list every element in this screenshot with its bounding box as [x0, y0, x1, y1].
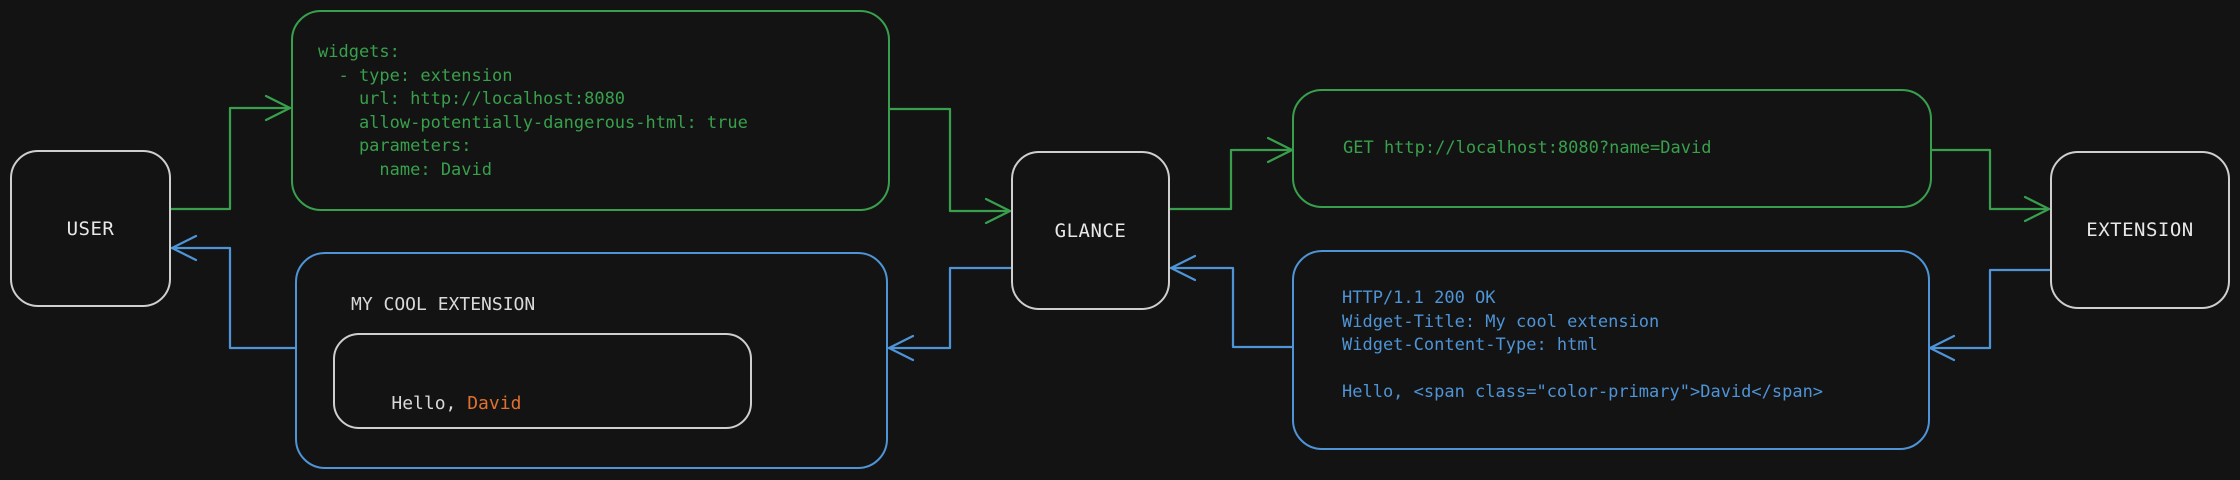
config-yaml-box — [291, 10, 890, 211]
http-response-code: HTTP/1.1 200 OK Widget-Title: My cool ex… — [1342, 287, 1823, 405]
arrow-line — [169, 106, 292, 211]
arrow-line — [1168, 148, 1294, 211]
response-line: Hello, <span class="color-primary">David… — [1342, 382, 1824, 402]
arrow-widget-to-user — [170, 234, 297, 350]
arrowhead-left-icon — [1928, 334, 1956, 362]
arrow-extension-to-response — [1928, 268, 2052, 362]
response-line — [1342, 358, 1823, 382]
greeting-prefix: Hello, — [391, 393, 468, 414]
arrow-line — [887, 266, 1013, 350]
config-yaml-code: widgets: - type: extension url: http://l… — [318, 41, 748, 182]
response-line: HTTP/1.1 200 OK — [1342, 288, 1496, 308]
node-glance: GLANCE — [1011, 151, 1170, 310]
config-line: allow-potentially-dangerous-html: true — [318, 112, 748, 133]
request-line: GET http://localhost:8080?name=David — [1343, 138, 1712, 158]
config-line: widgets: — [318, 42, 400, 62]
config-line: name: David — [318, 159, 492, 180]
response-line: Widget-Title: My cool extension — [1342, 311, 1660, 332]
widget-preview-title: MY COOL EXTENSION — [351, 294, 536, 315]
arrowhead-right-icon — [264, 94, 292, 122]
http-request-box — [1292, 89, 1932, 208]
greeting-name: David — [467, 393, 522, 414]
http-response-box — [1292, 250, 1930, 450]
arrow-glance-to-widget — [887, 266, 1013, 362]
arrowhead-right-icon — [2023, 195, 2051, 223]
arrow-line — [888, 107, 1012, 213]
config-line: - type: extension — [318, 65, 513, 86]
config-line: parameters: — [318, 136, 472, 156]
arrow-line — [1169, 266, 1294, 349]
node-extension-label: EXTENSION — [2086, 219, 2194, 241]
arrowhead-left-icon — [170, 234, 198, 262]
widget-greeting-box — [333, 333, 752, 429]
widget-preview-box — [295, 252, 888, 469]
arrow-response-to-glance — [1169, 254, 1294, 349]
node-user-label: USER — [66, 217, 115, 240]
node-glance-label: GLANCE — [1054, 219, 1127, 242]
config-line: url: http://localhost:8080 — [318, 89, 626, 109]
arrow-line — [170, 246, 297, 350]
arrow-glance-to-request — [1168, 136, 1294, 211]
http-request-code: GET http://localhost:8080?name=David — [1343, 137, 1711, 161]
widget-greeting-text: Hello, David — [348, 368, 521, 440]
arrowhead-right-icon — [984, 197, 1012, 225]
arrow-config-to-glance — [888, 107, 1012, 225]
response-line: Widget-Content-Type: html — [1342, 335, 1598, 355]
arrow-line — [1928, 268, 2052, 350]
arrowhead-left-icon — [1169, 254, 1197, 282]
node-user: USER — [10, 150, 171, 307]
arrow-line — [1930, 148, 2051, 211]
arrow-user-to-config — [169, 94, 292, 211]
arrow-request-to-extension — [1930, 148, 2051, 223]
arrowhead-left-icon — [887, 334, 915, 362]
node-extension: EXTENSION — [2050, 151, 2230, 309]
